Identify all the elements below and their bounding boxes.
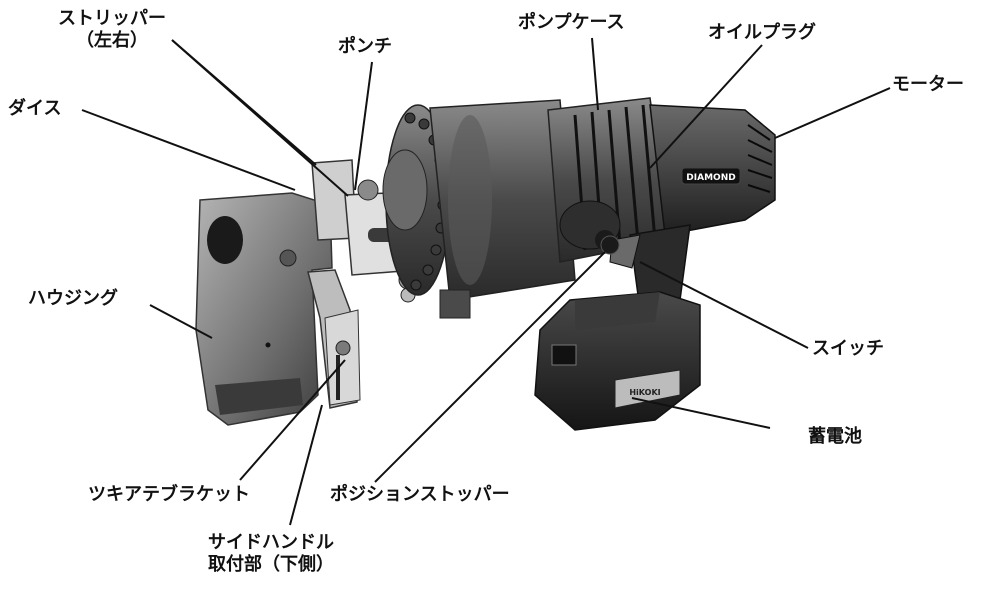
label-die: ダイス — [8, 98, 62, 119]
label-housing: ハウジング — [28, 288, 118, 309]
label-oil-plug: オイルプラグ — [708, 22, 816, 43]
support-bracket-shape — [307, 269, 361, 409]
pump-case-shape — [547, 97, 671, 263]
leader-stripper-2 — [171, 39, 349, 197]
label-punch: ポンチ — [338, 36, 392, 57]
leader-pump-case — [591, 37, 599, 111]
label-stripper-line2: （左右） — [76, 30, 148, 51]
label-position-stopper: ポジションストッパー — [330, 484, 510, 505]
battery-pack-shape: HiKOKI — [534, 291, 701, 431]
leader-punch — [354, 61, 373, 191]
leader-motor — [774, 87, 891, 139]
leader-switch — [639, 261, 809, 349]
battery-badge: HiKOKI — [629, 388, 660, 397]
label-side-handle-line2: 取付部（下側） — [208, 554, 334, 575]
leader-housing — [149, 304, 213, 339]
label-side-handle-line1: サイドハンドル — [208, 532, 334, 553]
label-switch: スイッチ — [812, 338, 884, 359]
label-motor: モーター — [892, 74, 964, 95]
label-pump-case: ポンプケース — [518, 12, 625, 33]
leader-support-bracket — [239, 359, 346, 481]
label-battery: 蓄電池 — [808, 426, 862, 447]
label-support-bracket: ツキアテブラケット — [88, 484, 250, 505]
motor-shape: DIAMOND — [649, 104, 776, 236]
leader-die — [81, 109, 296, 191]
leader-battery — [631, 397, 771, 429]
label-stripper-line1: ストリッパー — [58, 8, 166, 29]
leader-lines — [81, 37, 891, 526]
diamond-badge: DIAMOND — [686, 173, 735, 183]
label-stripper: ストリッパー （左右） — [58, 8, 166, 52]
label-side-handle: サイドハンドル 取付部（下側） — [208, 532, 334, 576]
cylinder-flange-shape — [382, 99, 576, 319]
leader-side-handle — [289, 404, 323, 526]
housing-shape — [195, 192, 333, 426]
leader-position-stopper — [374, 251, 606, 483]
leader-oil-plug — [649, 44, 763, 169]
